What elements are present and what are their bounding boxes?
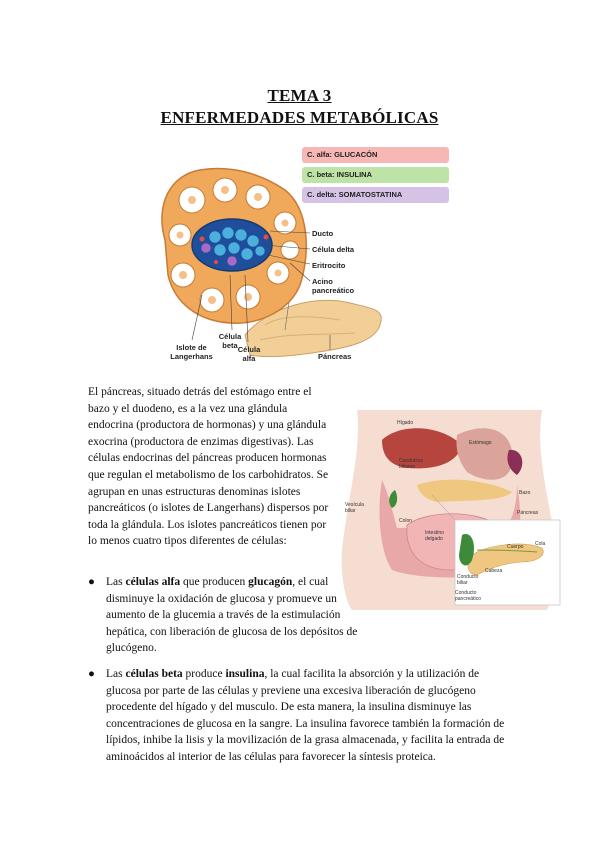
label-islote: Islote de Langerhans <box>170 343 213 361</box>
torso-label-cola: Cola <box>535 541 546 547</box>
torso-label-higado: Hígado <box>397 420 414 426</box>
bullet-text: Las células beta produce insulina, la cu… <box>106 668 505 763</box>
torso-label-cabeza: Cabeza <box>485 568 503 574</box>
label-ducto: Ducto <box>312 229 334 238</box>
legend-beta: C. beta: INSULINA <box>302 167 449 183</box>
label-acino: Acino pancreático <box>312 277 355 295</box>
bullet-text: Las células alfa que producen glucagón, … <box>106 576 358 655</box>
torso-label-conducto-pancreatico: Conducto pancreático <box>455 590 481 602</box>
title-enfermedades: ENFERMEDADES METABÓLICAS <box>160 108 439 127</box>
torso-label-cuerpo: Cuerpo <box>507 544 524 550</box>
islet-diagram: C. alfa: GLUCACÓN C. beta: INSULINA C. d… <box>150 145 455 370</box>
label-pancreas: Páncreas <box>318 352 352 361</box>
bullet-dot: ● <box>88 576 95 588</box>
torso-label-conductos: Conductos biliares <box>399 458 423 470</box>
torso-label-intestino: Intestino delgado <box>425 530 444 542</box>
torso-label-bazo: Bazo <box>519 490 531 496</box>
islet-illustration <box>161 167 382 358</box>
title-tema: TEMA 3 <box>267 86 332 105</box>
torso-label-pancreas: Páncreas <box>517 510 539 516</box>
legend-delta: C. delta: SOMATOSTATINA <box>302 187 449 203</box>
legend-alfa: C. alfa: GLUCACÓN <box>302 147 449 163</box>
label-celula-delta: Célula delta <box>312 245 355 254</box>
label-celula-beta: Célula beta <box>218 332 242 350</box>
torso-label-colon: Colon <box>399 518 413 524</box>
torso-illustration: Hígado Estómago Conductos biliares Bazo … <box>337 410 562 610</box>
torso-label-estomago: Estómago <box>469 440 492 446</box>
label-eritrocito: Eritrocito <box>312 261 346 270</box>
torso-label-vesicula: Vesícula biliar <box>345 502 364 514</box>
label-celula-alfa: Célula alfa <box>237 345 261 363</box>
bullet-dot: ● <box>88 668 95 680</box>
torso-label-conducto-biliar: Conducto biliar <box>457 574 479 586</box>
intro-paragraph: El páncreas, situado detrás del estómago… <box>88 386 329 548</box>
